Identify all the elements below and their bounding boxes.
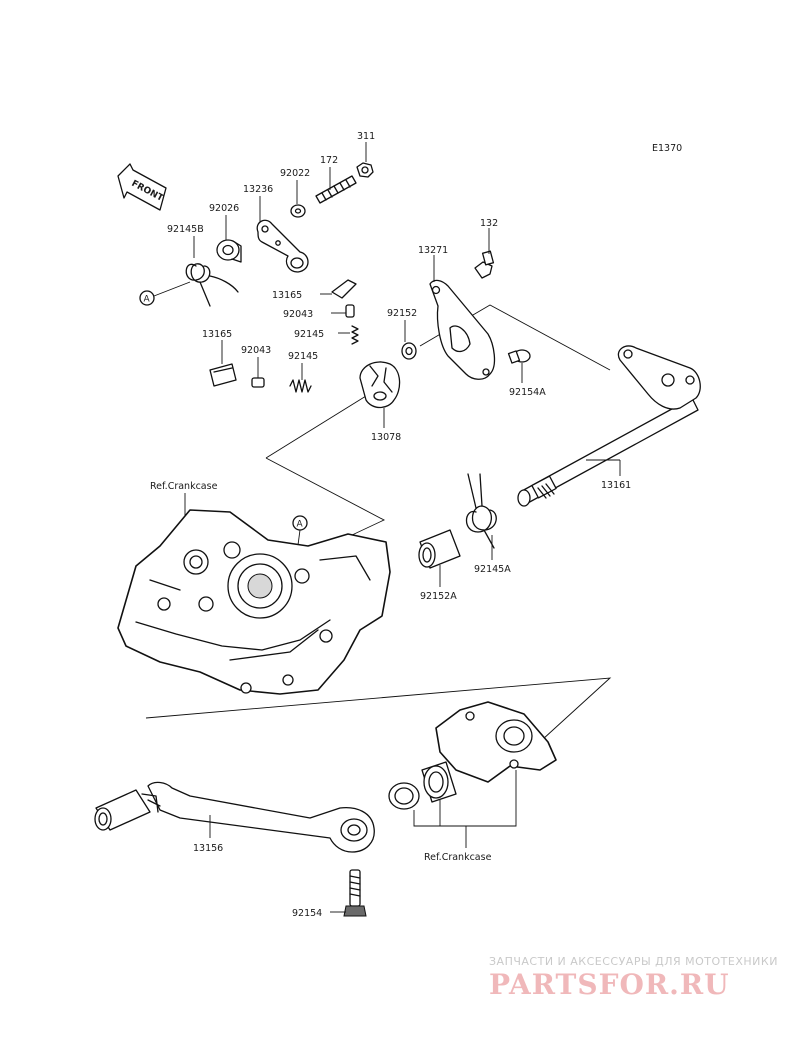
label-92145-lower: 92145	[288, 351, 318, 362]
diagram-code: E1370	[652, 143, 682, 154]
washer-92022	[290, 204, 306, 218]
pin-92043-upper	[345, 304, 355, 318]
label-ref-crankcase-top: Ref.Crankcase	[150, 481, 218, 492]
label-92145-upper: 92145	[294, 329, 324, 340]
shaft-13161	[517, 345, 701, 507]
label-13165-lower: 13165	[202, 329, 232, 340]
label-13271: 13271	[418, 245, 448, 256]
pedal-13156	[94, 781, 375, 853]
label-92154: 92154	[292, 908, 322, 919]
label-92154a: 92154A	[509, 387, 546, 398]
spring-92145-upper	[351, 325, 359, 345]
lever-13236	[256, 219, 309, 273]
callout-a-crankcase: A	[292, 515, 308, 531]
crankcase-lower	[435, 701, 557, 783]
label-311: 311	[357, 131, 375, 142]
pawl-13165-lower	[209, 363, 237, 387]
collar-92152a	[418, 529, 461, 569]
pin-92043-lower	[251, 377, 265, 388]
label-13236: 13236	[243, 184, 273, 195]
label-13078: 13078	[371, 432, 401, 443]
watermark-logo: PARTSFOR.RU	[489, 968, 730, 1001]
label-92152a: 92152A	[420, 591, 457, 602]
nut-311	[356, 162, 374, 178]
label-13156: 13156	[193, 843, 223, 854]
watermark-tagline: ЗАПЧАСТИ И АКСЕССУАРЫ ДЛЯ МОТОТЕХНИКИ	[489, 955, 778, 968]
label-132: 132	[480, 218, 498, 229]
ratchet-13078	[359, 361, 401, 409]
label-92152: 92152	[387, 308, 417, 319]
guide-plate-13271	[429, 279, 496, 380]
callout-a-top-text: A	[144, 295, 151, 305]
pawl-13165-upper	[331, 279, 357, 299]
collar-92026	[216, 239, 242, 263]
label-92043-lower: 92043	[241, 345, 271, 356]
label-92145b: 92145B	[167, 224, 204, 235]
label-13165-upper: 13165	[272, 290, 302, 301]
label-13161: 13161	[601, 480, 631, 491]
bolt-92154	[343, 869, 367, 917]
front-arrow-icon: FRONT	[117, 163, 167, 211]
label-92026: 92026	[209, 203, 239, 214]
washer-92152	[401, 342, 417, 360]
spring-92145b	[185, 263, 239, 307]
bolt-132	[474, 250, 495, 279]
needle-bearing	[421, 761, 457, 803]
spring-92145-lower	[289, 379, 312, 393]
label-172: 172	[320, 155, 338, 166]
crankcase-upper	[117, 509, 391, 695]
callout-a-top: A	[139, 290, 155, 306]
bolt-92154a	[507, 349, 531, 364]
callout-a-crankcase-text: A	[297, 520, 304, 530]
label-92022: 92022	[280, 168, 310, 179]
label-ref-crankcase-bottom: Ref.Crankcase	[424, 852, 492, 863]
label-92145a: 92145A	[474, 564, 511, 575]
bearing-small	[388, 782, 420, 810]
label-92043-upper: 92043	[283, 309, 313, 320]
stud-172	[315, 175, 357, 204]
